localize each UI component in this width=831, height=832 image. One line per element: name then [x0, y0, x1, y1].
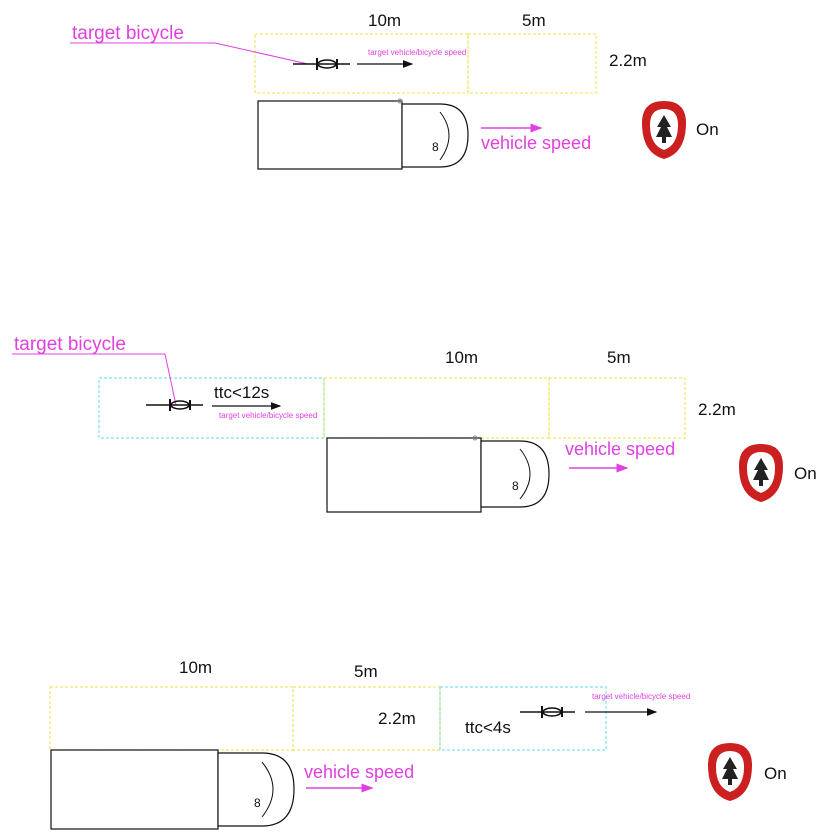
- zone-10m: [323, 377, 550, 439]
- width-label: 2.2m: [698, 400, 736, 419]
- zone-ttc: [439, 686, 607, 751]
- svg-text:8: 8: [432, 140, 439, 154]
- bsd-warning-icon: [739, 444, 783, 502]
- svg-text:8: 8: [254, 796, 261, 810]
- target-speed-label: target vehicle/bicycle speed: [592, 692, 690, 701]
- zone-5m: [292, 686, 441, 751]
- vehicle-speed-label: vehicle speed: [304, 762, 414, 782]
- bsd-warning-icon: [642, 101, 686, 159]
- zone-label-10m: 10m: [368, 11, 401, 30]
- zone-ttc: [98, 377, 325, 439]
- ttc-label: ttc<12s: [214, 383, 269, 402]
- truck-icon: 8: [257, 98, 469, 170]
- zone-10m: [254, 33, 469, 94]
- target-bicycle-label: target bicycle: [14, 334, 126, 355]
- zone-10m: [49, 686, 294, 751]
- bsd-warning-icon: [708, 743, 752, 801]
- width-label: 2.2m: [609, 51, 647, 70]
- target-bicycle-leader: [164, 353, 177, 406]
- zone-label-5m: 5m: [607, 348, 631, 367]
- target-bicycle-label: target bicycle: [72, 23, 184, 44]
- truck-icon: 8: [50, 749, 295, 830]
- zone-5m: [467, 33, 597, 94]
- zone-label-10m: 10m: [179, 658, 212, 677]
- scene-3: 10m 5m 2.2m ttc<4s target vehicle/bicycl…: [49, 658, 787, 830]
- indicator-label: On: [696, 120, 719, 139]
- vehicle-speed-label: vehicle speed: [481, 133, 591, 153]
- zone-label-5m: 5m: [354, 662, 378, 681]
- truck-icon: 8: [326, 435, 550, 513]
- ttc-label: ttc<4s: [465, 718, 511, 737]
- zone-label-10m: 10m: [445, 348, 478, 367]
- target-bicycle-leader: [214, 42, 309, 65]
- target-speed-label: target vehicle/bicycle speed: [368, 48, 466, 57]
- zone-label-5m: 5m: [522, 11, 546, 30]
- indicator-label: On: [794, 464, 817, 483]
- scene-2: 10m 5m 2.2m target bicycle ttc<12s targe…: [12, 334, 817, 513]
- width-label: 2.2m: [378, 709, 416, 728]
- bicycle-icon: [293, 58, 350, 70]
- svg-text:8: 8: [512, 479, 519, 493]
- bicycle-icon: [520, 706, 575, 718]
- vehicle-speed-label: vehicle speed: [565, 439, 675, 459]
- scene-1: 10m 5m 2.2m target bicycle target vehicl…: [70, 11, 719, 170]
- bicycle-icon: [146, 399, 203, 411]
- zone-5m: [548, 377, 686, 439]
- target-speed-label: target vehicle/bicycle speed: [219, 411, 317, 420]
- indicator-label: On: [764, 764, 787, 783]
